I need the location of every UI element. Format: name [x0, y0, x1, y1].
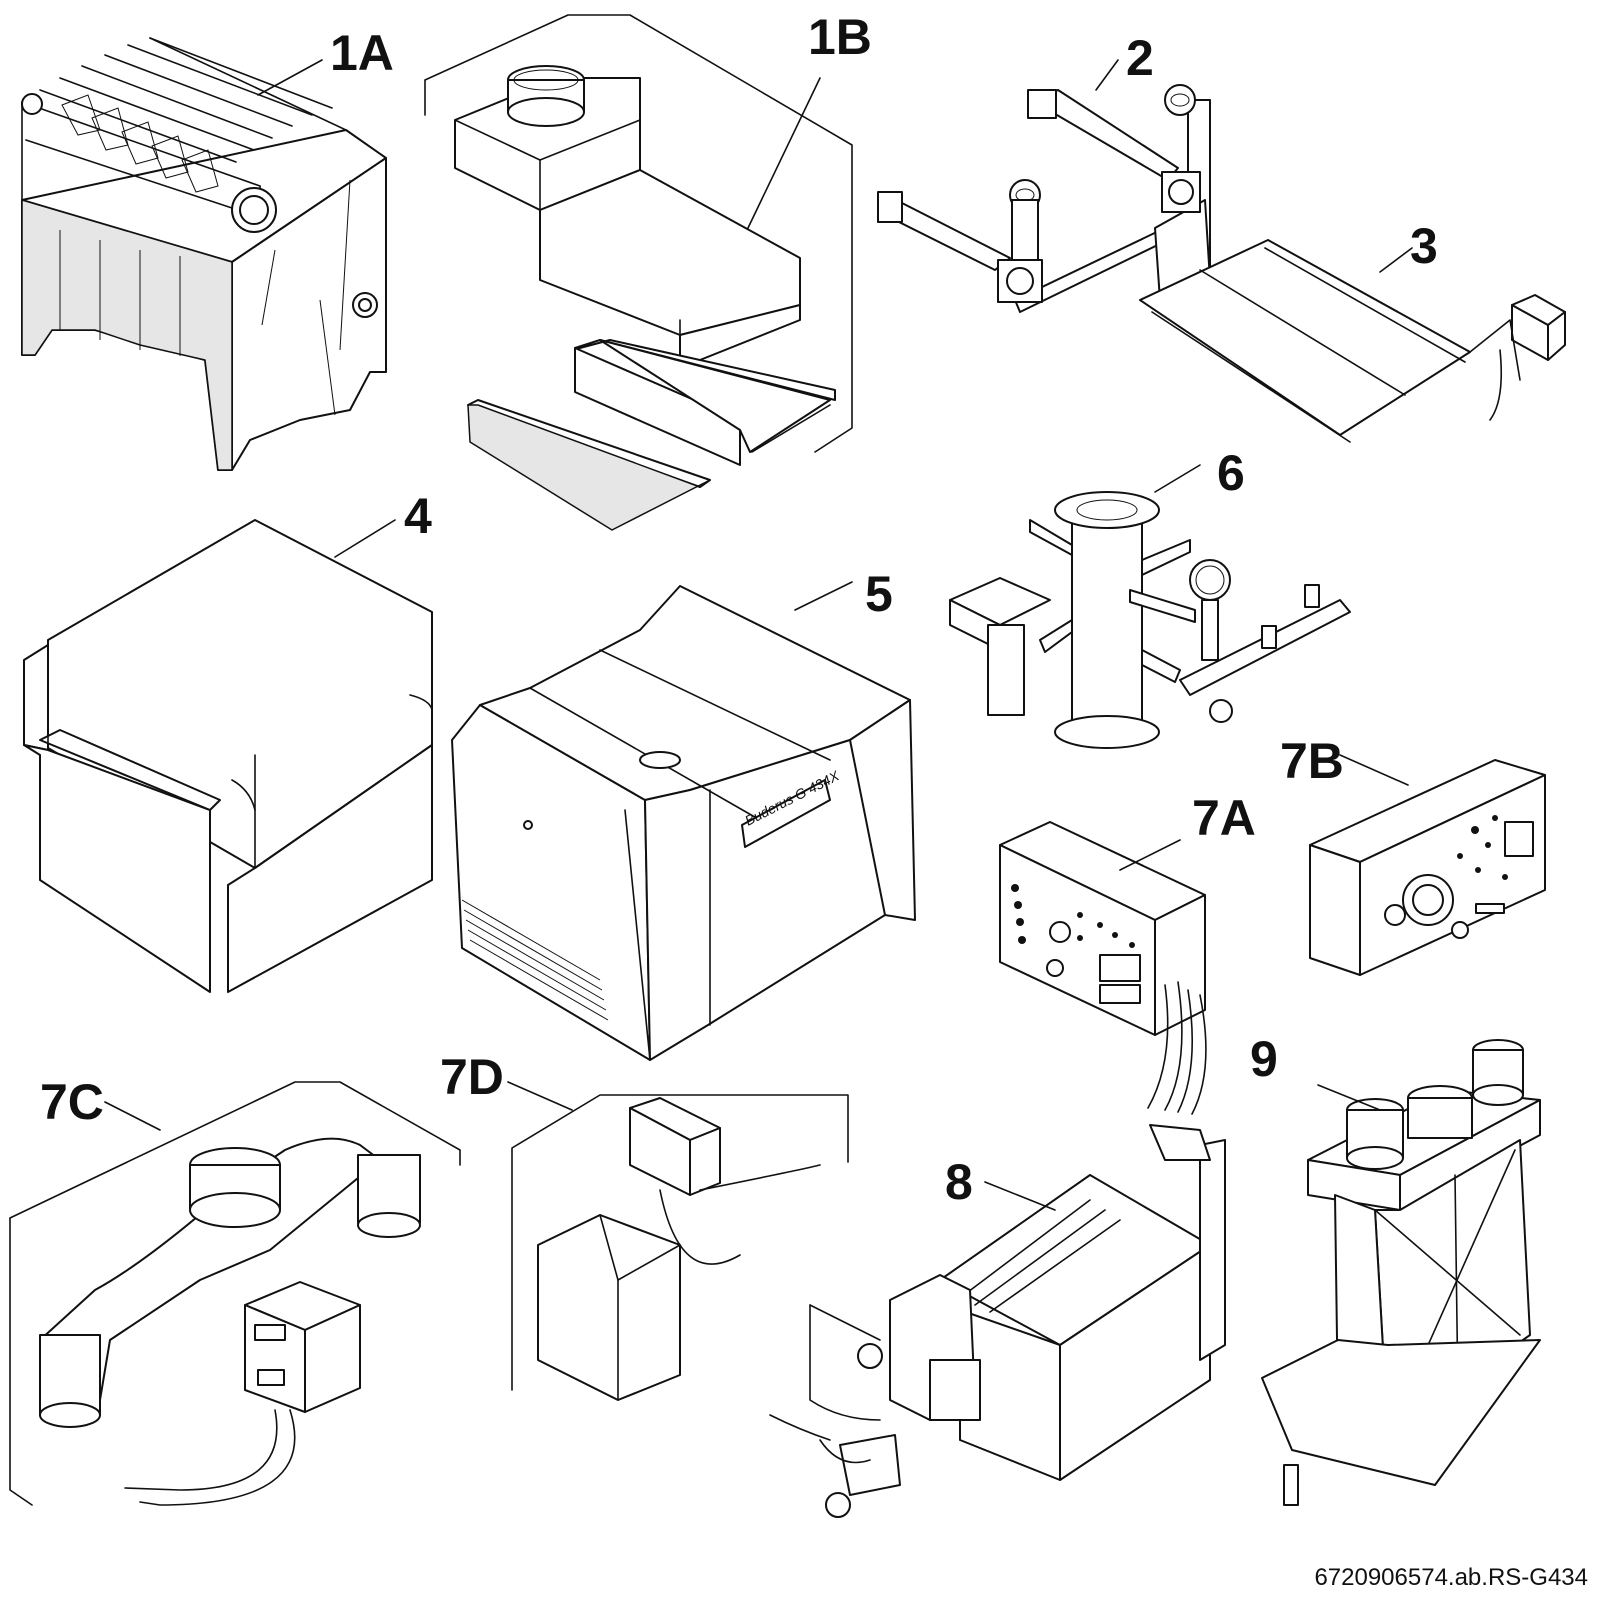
- part-2-pipe-assembly-icon: [877, 59, 1211, 313]
- label-7C: 7C: [40, 1074, 104, 1130]
- part-7C-vent-pipe-kit-icon: [9, 1081, 461, 1506]
- part-9-draft-hood-icon: [1261, 1039, 1541, 1506]
- label-1A: 1A: [330, 25, 394, 81]
- part-5-boiler-casing-icon: [451, 581, 916, 1061]
- label-7A: 7A: [1192, 790, 1256, 846]
- label-9: 9: [1250, 1031, 1278, 1087]
- label-7D: 7D: [440, 1049, 504, 1105]
- part-4-insulation-jacket-icon: [23, 519, 433, 993]
- part-1A-cast-iron-block-icon: [21, 37, 387, 471]
- label-2: 2: [1126, 30, 1154, 86]
- label-5: 5: [865, 566, 893, 622]
- drawing-reference-code: 6720906574.ab.RS-G434: [1314, 1564, 1588, 1591]
- label-6: 6: [1217, 445, 1245, 501]
- label-1B: 1B: [808, 9, 872, 65]
- part-1B-flue-collector-icon: [424, 14, 853, 531]
- label-4: 4: [404, 488, 432, 544]
- label-7B: 7B: [1280, 733, 1344, 789]
- part-6-header-manifold-icon: [949, 464, 1351, 749]
- part-7D-wiring-module-icon: [507, 1081, 849, 1401]
- part-7B-control-panel-icon: [1309, 754, 1546, 976]
- part-7A-control-box-icon: [999, 821, 1207, 1115]
- part-3-burner-plate-icon: [1139, 239, 1566, 443]
- part-8-gas-burner-icon: [769, 1124, 1226, 1518]
- label-3: 3: [1410, 218, 1438, 274]
- part-labels: 1A 1B 2 3 4 5 6 7A 7B 7C 7D 8 9: [40, 9, 1438, 1210]
- label-8: 8: [945, 1154, 973, 1210]
